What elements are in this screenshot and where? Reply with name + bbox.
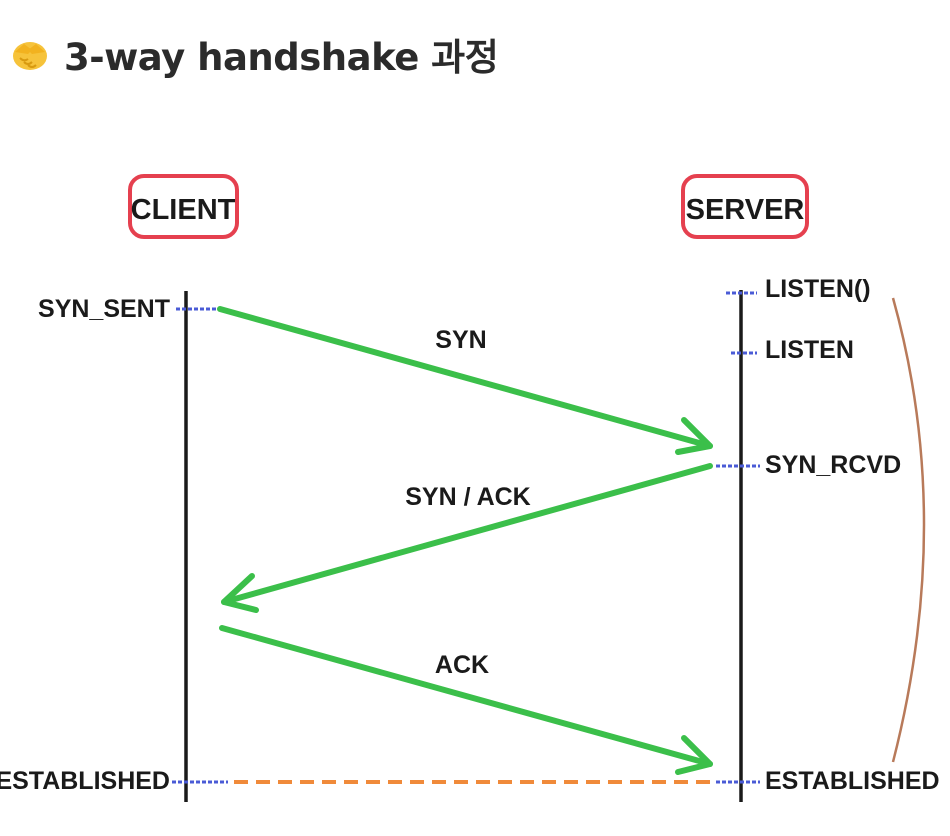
client-box <box>128 174 239 239</box>
handshake-icon <box>13 42 47 70</box>
server-range-brace <box>891 297 926 763</box>
ack-arrow <box>219 625 713 775</box>
syn-ack-label: SYN / ACK <box>405 483 530 511</box>
server-state-established: ESTABLISHED <box>765 767 940 795</box>
server-state-listen-call: LISTEN() <box>765 275 871 303</box>
syn-ack-arrow <box>221 463 713 613</box>
ack-label: ACK <box>435 651 489 679</box>
client-state-syn-sent: SYN_SENT <box>38 295 170 323</box>
heading: 3-way handshake 과정 <box>8 26 499 82</box>
server-label: SERVER <box>686 194 805 226</box>
syn-label: SYN <box>435 326 486 354</box>
syn-arrow <box>217 306 713 455</box>
client-state-established: ESTABLISHED <box>0 767 170 795</box>
server-state-listen: LISTEN <box>765 336 854 364</box>
server-box <box>681 174 809 239</box>
server-state-syn-rcvd: SYN_RCVD <box>765 451 901 479</box>
page-title: 3-way handshake 과정 <box>64 36 499 79</box>
client-label: CLIENT <box>131 194 236 226</box>
